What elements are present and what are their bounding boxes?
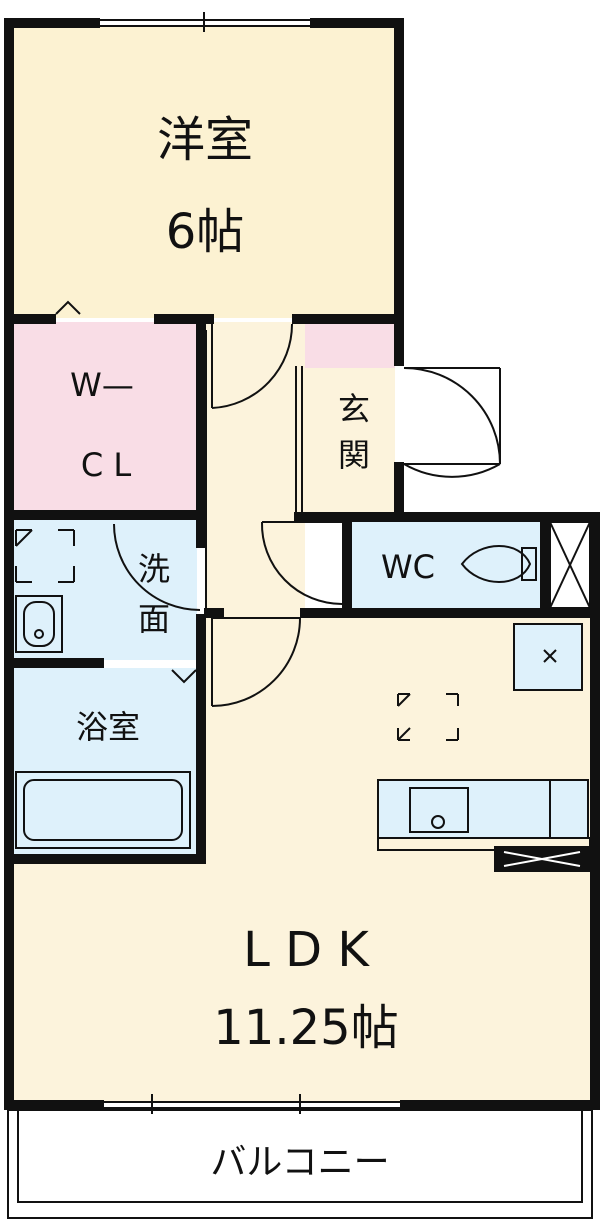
toilet-label: WC: [381, 548, 435, 586]
air-conditioner-icon: [397, 693, 459, 741]
western-room-floor: [12, 26, 396, 318]
entrance-label-1: 玄: [338, 390, 370, 428]
entrance-floor: [300, 368, 395, 516]
bathroom-label: 浴室: [76, 708, 140, 746]
washroom-label-1: 洗: [138, 550, 170, 588]
washroom-label-2: 面: [138, 600, 170, 638]
ldk-size: 11.25帖: [213, 1000, 398, 1056]
toilet-bowl-icon: [460, 545, 537, 583]
ventilation-icon: [513, 623, 583, 691]
doors: [55, 300, 501, 707]
balcony-label: バルコニー: [210, 1142, 389, 1183]
kitchen-counter: [377, 779, 591, 872]
washing-machine-icon: [15, 529, 75, 583]
bathtub-icon: [15, 771, 191, 849]
entrance-step: [305, 322, 395, 368]
ldk-label: L D K: [243, 922, 370, 978]
toilet-floor: [350, 522, 545, 608]
walls: [4, 18, 600, 1110]
western-room-size: 6帖: [166, 204, 245, 260]
balcony-outline: [7, 1109, 593, 1219]
entrance-label-2: 関: [338, 436, 370, 474]
shoe-closet-icon: [549, 521, 591, 609]
ldk-floor-lower: [12, 858, 595, 1102]
western-room-label: 洋室: [157, 112, 253, 168]
hallway-floor: [205, 322, 305, 622]
closet-label-line1: W—: [70, 366, 134, 404]
wash-basin-icon: [15, 595, 63, 653]
windows: [100, 12, 400, 1114]
closet-floor: [12, 322, 197, 510]
closet-label-line2: C L: [81, 446, 132, 484]
bathroom-floor: [12, 668, 197, 854]
